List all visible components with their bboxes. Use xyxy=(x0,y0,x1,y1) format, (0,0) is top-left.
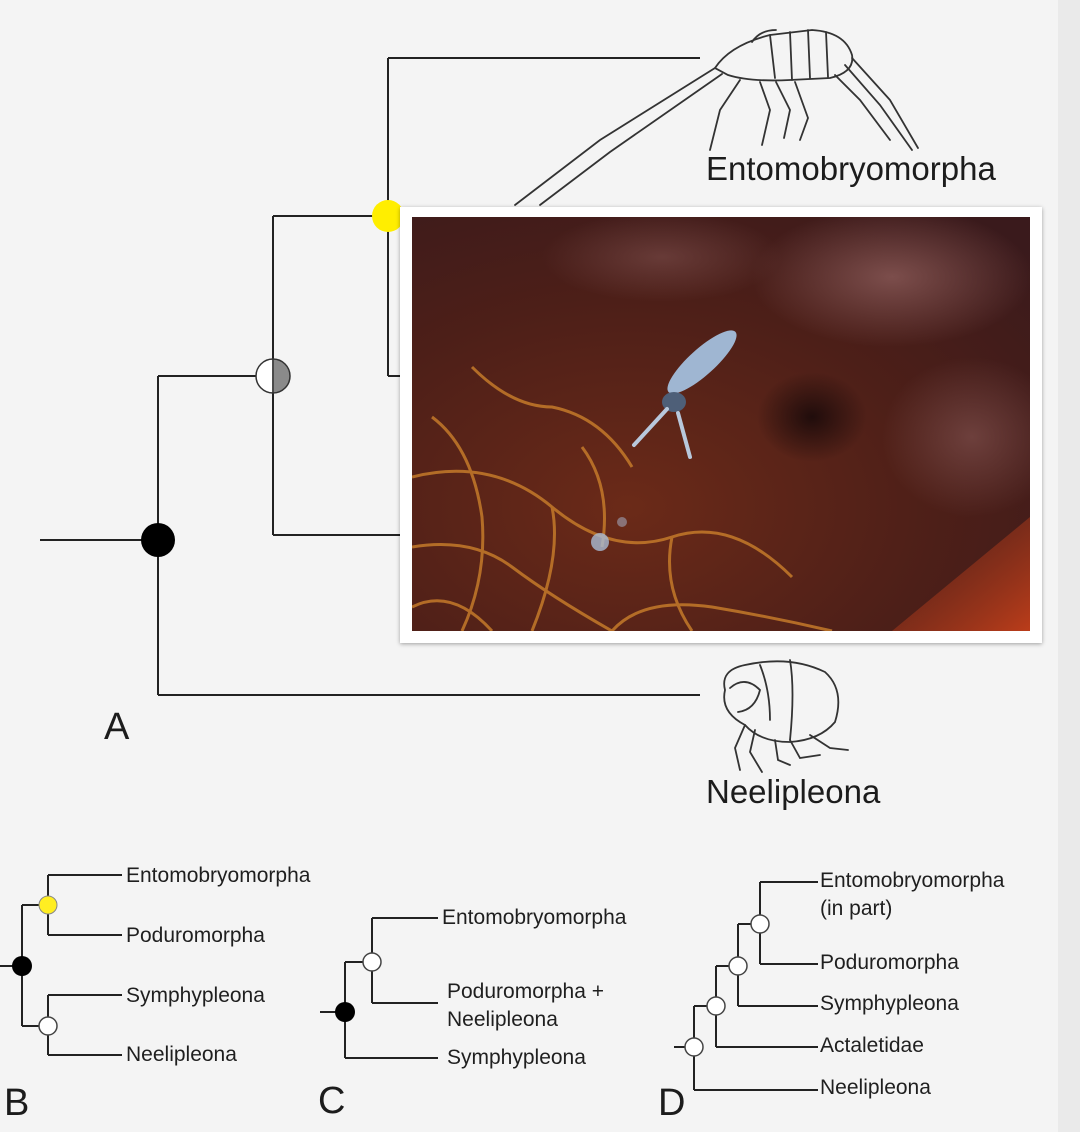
label-b-2: Poduromorpha xyxy=(126,924,265,947)
label-d-3: Poduromorpha xyxy=(820,951,959,974)
springtail xyxy=(591,330,737,551)
label-c-3: Neelipleona xyxy=(447,1008,558,1031)
springtail-photo xyxy=(400,207,1042,643)
node-d-4 xyxy=(750,914,770,934)
node-d-3 xyxy=(728,956,748,976)
label-d-2: (in part) xyxy=(820,897,893,920)
node-b-entomo xyxy=(38,895,58,915)
node-d-2 xyxy=(706,996,726,1016)
springtail-photo-image xyxy=(412,217,1030,631)
neelipleona-illustration xyxy=(723,659,849,773)
node-c-inner xyxy=(362,952,382,972)
node-b-root xyxy=(12,956,32,976)
node-a-root xyxy=(141,523,175,557)
tree-c xyxy=(320,917,438,1059)
node-a-mid xyxy=(255,358,291,394)
label-c-1: Entomobryomorpha xyxy=(442,906,627,929)
label-d-4: Symphypleona xyxy=(820,992,959,1015)
panel-letter-c: C xyxy=(318,1080,346,1122)
tree-d xyxy=(674,881,818,1091)
entomobryomorpha-illustration xyxy=(514,29,919,206)
label-d-5: Actaletidae xyxy=(820,1034,924,1057)
label-a-entomobryomorpha: Entomobryomorpha xyxy=(706,150,996,187)
label-d-1: Entomobryomorpha xyxy=(820,869,1005,892)
panel-letter-d: D xyxy=(658,1082,686,1124)
node-c-root xyxy=(335,1002,355,1022)
node-d-1 xyxy=(684,1037,704,1057)
label-a-neelipleona: Neelipleona xyxy=(706,773,881,810)
node-b-sym xyxy=(38,1016,58,1036)
panel-letter-b: B xyxy=(4,1082,30,1124)
node-a-entomo xyxy=(372,200,404,232)
label-c-2: Poduromorpha + xyxy=(447,980,605,1003)
label-d-6: Neelipleona xyxy=(820,1076,931,1099)
label-c-4: Symphypleona xyxy=(447,1046,586,1069)
panel-letter-a: A xyxy=(104,706,130,748)
label-b-4: Neelipleona xyxy=(126,1043,237,1066)
label-b-3: Symphypleona xyxy=(126,984,265,1007)
label-b-1: Entomobryomorpha xyxy=(126,864,311,887)
page-edge xyxy=(1058,0,1080,1132)
